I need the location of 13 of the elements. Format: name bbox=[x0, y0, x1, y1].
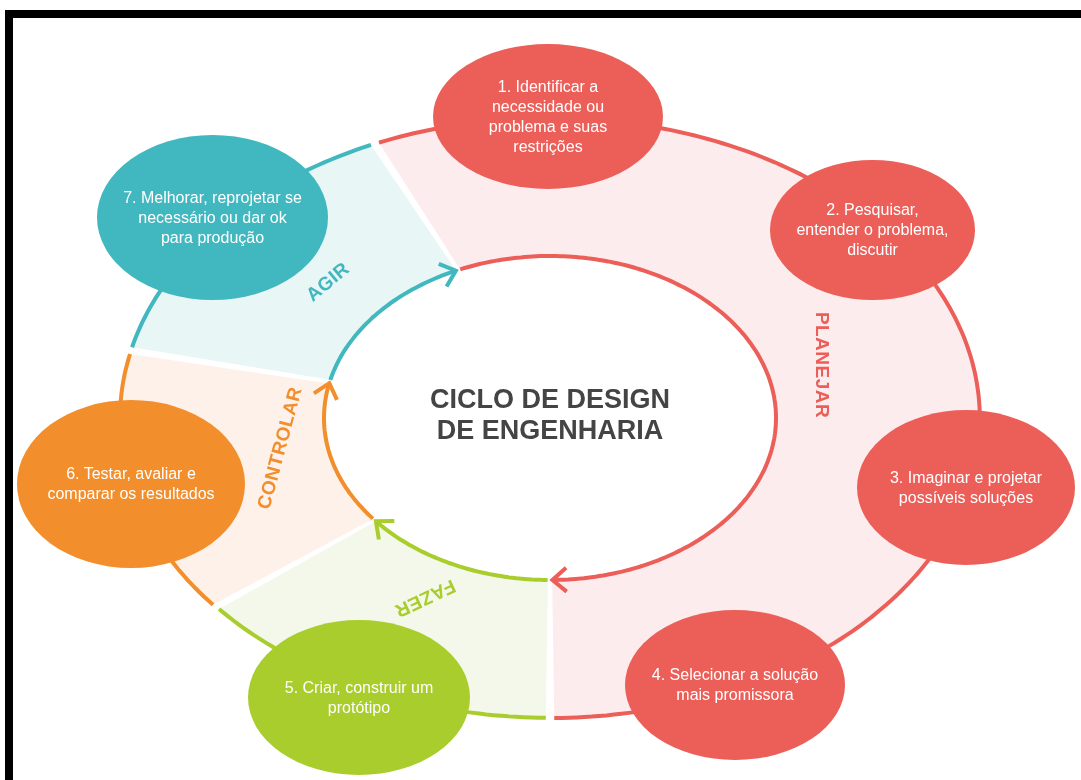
cycle-arrow bbox=[373, 519, 548, 582]
cycle-arrow bbox=[459, 254, 778, 594]
step-text: 1. Identificar a necessidade ou problema e suas restrições bbox=[487, 76, 609, 157]
step-text: 3. Imaginar e projetar possíveis soluções bbox=[888, 467, 1044, 508]
step-text: 7. Melhorar, reprojetar se necessário ou dar ok para produção bbox=[122, 187, 303, 248]
step-text: 6. Testar, avaliar e comparar os resultados bbox=[46, 464, 216, 504]
step-text: 4. Selecionar a solução mais promissora bbox=[650, 665, 820, 705]
step-text: 5. Criar, construir um protótipo bbox=[283, 677, 435, 718]
step-text: 2. Pesquisar, entender o problema, discutir bbox=[795, 200, 950, 260]
cycle-arrow bbox=[311, 381, 375, 521]
phase-label: PLANEJAR bbox=[811, 311, 835, 419]
center-title: CICLO DE DESIGN DE ENGENHARIA bbox=[429, 384, 671, 446]
cycle-arrow bbox=[328, 261, 458, 381]
